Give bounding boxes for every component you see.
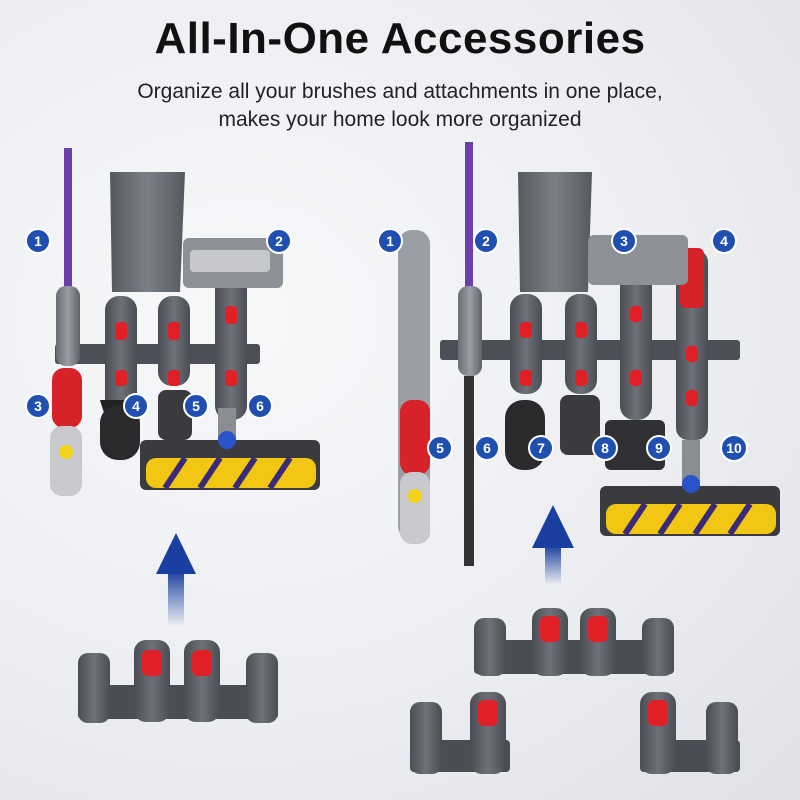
right-badge-6: 6: [474, 435, 500, 461]
svg-text:3: 3: [34, 398, 42, 414]
left-empty-dock-set: [78, 640, 278, 723]
left-crevice-wand: [64, 148, 72, 288]
svg-text:4: 4: [132, 398, 140, 414]
svg-text:1: 1: [34, 233, 42, 249]
subtitle-line-2: makes your home look more organized: [218, 108, 582, 131]
left-rack-illustration: [50, 148, 320, 496]
left-red-tool: [52, 368, 82, 428]
left-up-arrow: [156, 533, 196, 626]
right-badge-10: 10: [720, 434, 748, 462]
right-badge-3: 3: [611, 228, 637, 254]
right-badge-9: 9: [646, 435, 672, 461]
right-badge-8: 8: [592, 435, 618, 461]
left-badge-4: 4: [123, 393, 149, 419]
right-empty-dock-set-top: [474, 608, 674, 676]
svg-text:6: 6: [483, 440, 491, 456]
left-wall-plate: [110, 172, 185, 292]
left-badge-5: 5: [183, 393, 209, 419]
left-badge-3: 3: [25, 393, 51, 419]
right-badge-7: 7: [528, 435, 554, 461]
left-badge-1: 1: [25, 228, 51, 254]
right-empty-dock-set-right: [640, 692, 740, 774]
left-badge-6: 6: [247, 393, 273, 419]
right-badge-1: 1: [377, 228, 403, 254]
svg-text:7: 7: [537, 440, 545, 456]
svg-text:10: 10: [726, 440, 742, 456]
svg-text:3: 3: [620, 233, 628, 249]
left-badge-2: 2: [266, 228, 292, 254]
svg-text:2: 2: [275, 233, 283, 249]
svg-text:9: 9: [655, 440, 663, 456]
subtitle-line-1: Organize all your brushes and attachment…: [137, 80, 663, 103]
svg-text:1: 1: [386, 233, 394, 249]
right-badge-5: 5: [427, 435, 453, 461]
svg-text:6: 6: [256, 398, 264, 414]
right-empty-dock-set-left: [410, 692, 510, 774]
left-dust-brush: [100, 405, 140, 460]
right-up-arrow: [532, 505, 574, 585]
page-title: All-In-One Accessories: [154, 14, 646, 63]
right-badge-2: 2: [473, 228, 499, 254]
right-badge-4: 4: [711, 228, 737, 254]
svg-text:2: 2: [482, 233, 490, 249]
svg-text:5: 5: [436, 440, 444, 456]
svg-text:5: 5: [192, 398, 200, 414]
right-rack-illustration: [398, 142, 780, 566]
svg-text:8: 8: [601, 440, 609, 456]
page-subtitle: Organize all your brushes and attachment…: [0, 78, 800, 134]
svg-text:4: 4: [720, 233, 728, 249]
